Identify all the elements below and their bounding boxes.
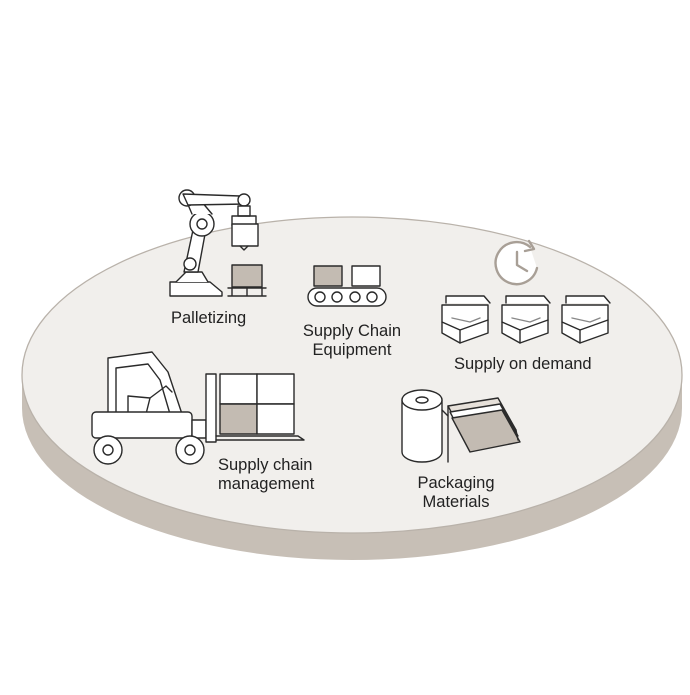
label-line: Materials [422,493,490,511]
box-3 [561,295,611,344]
roll-sheets-icon [401,389,521,463]
forklift-icon [91,351,305,465]
label-packaging-materials: Packaging Materials [417,474,494,512]
box-2 [501,295,551,344]
label-supply-chain-management: Supply chain management [218,456,314,494]
label-line: Supply chain [218,456,313,474]
label-supply-chain-equipment: Supply Chain Equipment [303,322,401,360]
label-line: Supply Chain [302,322,402,340]
platform-side [22,375,682,560]
label-line: management [218,475,315,493]
label-palletizing: Palletizing [171,309,247,327]
label-line: Equipment [312,341,392,359]
label-supply-on-demand: Supply on demand [454,355,592,373]
box-1 [441,295,491,344]
boxes-icon [441,295,611,344]
label-line: Packaging [417,474,495,492]
robot-arm-icon [169,189,267,297]
clock-refresh-icon [494,239,539,286]
conveyor-icon [307,265,387,307]
